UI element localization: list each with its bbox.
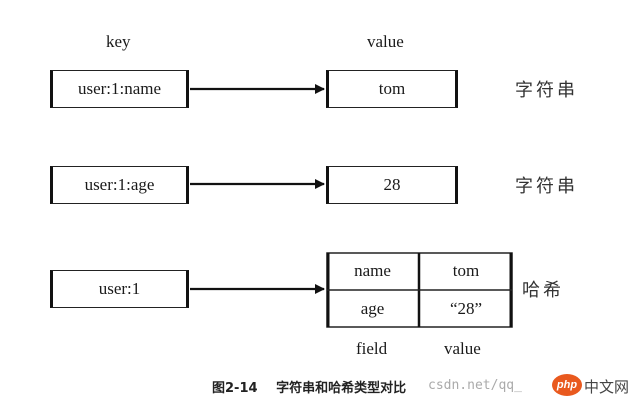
- field-column-label: field: [356, 339, 388, 358]
- hash-field-name: name: [354, 261, 391, 280]
- key-text: user:1: [98, 279, 141, 298]
- key-text: user:1:age: [84, 175, 155, 194]
- value-text: 28: [383, 175, 401, 194]
- hash-table: name tom age “28”: [326, 252, 513, 328]
- key-column-header: key: [106, 32, 131, 51]
- figure-title: 字符串和哈希类型对比: [276, 381, 407, 396]
- value-column-label: value: [444, 339, 481, 358]
- value-box-28: 28: [326, 166, 458, 204]
- key-box-user-1: user:1: [50, 270, 189, 308]
- key-box-user-1-age: user:1:age: [50, 166, 189, 204]
- type-label-string-2: 字符串: [515, 176, 578, 196]
- watermark-site-name: 中文网: [584, 378, 630, 396]
- hash-table-frame: [326, 252, 513, 328]
- key-box-user-1-name: user:1:name: [50, 70, 189, 108]
- hash-field-age: age: [360, 299, 385, 318]
- php-logo-icon: php: [552, 374, 582, 396]
- value-text: tom: [378, 79, 406, 98]
- hash-value-28: “28”: [449, 299, 483, 318]
- figure-caption: 图2-14 字符串和哈希类型对比: [212, 377, 406, 396]
- key-text: user:1:name: [77, 79, 162, 98]
- type-label-string-1: 字符串: [515, 80, 578, 100]
- value-box-tom: tom: [326, 70, 458, 108]
- value-column-header: value: [367, 32, 404, 51]
- hash-value-tom: tom: [452, 261, 480, 280]
- type-label-hash: 哈希: [522, 280, 564, 300]
- figure-number: 图2-14: [212, 381, 258, 396]
- watermark-url: csdn.net/qq_: [428, 378, 522, 393]
